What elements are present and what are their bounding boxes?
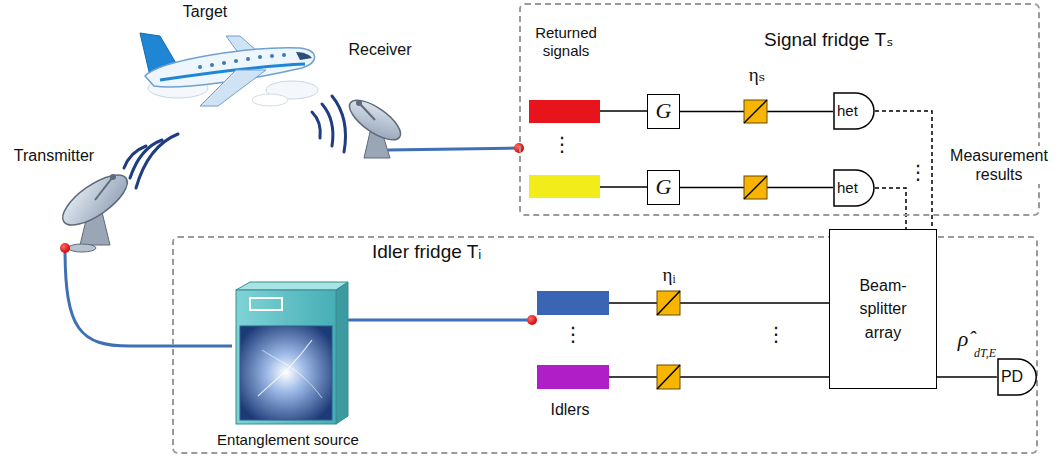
signal-mode: [529, 100, 647, 198]
fridge-heading: Idler fridge Tᵢ: [372, 241, 481, 264]
connection-dot: [60, 143, 537, 325]
idler-fridge: Entanglement source Beam-splitter arrayPD…: [172, 236, 1038, 454]
heterodyne-detector: het: [833, 169, 875, 207]
gain-box: G: [647, 170, 680, 204]
efficiency-label: ηₛ: [740, 64, 774, 87]
node-text: G: [656, 98, 672, 124]
density-matrix-subscript: dT,E: [968, 346, 1002, 360]
ellipsis: ⋮: [766, 322, 786, 346]
node-text: G: [656, 174, 672, 200]
ellipsis: ⋮: [563, 322, 583, 346]
beam-splitter-array: Beam-splitter array: [829, 229, 937, 389]
radio-wave: [124, 96, 346, 188]
target-plane: [140, 33, 318, 106]
node-text: het: [837, 179, 858, 197]
detector-outline: [834, 170, 874, 206]
transmitter-dish: [55, 166, 134, 252]
efficiency-label: ηᵢ: [652, 264, 686, 287]
detector-outline: [998, 359, 1036, 395]
idler-mode: [537, 291, 829, 389]
ellipsis: ⋮: [552, 132, 572, 156]
fridge-heading: Signal fridge Tₛ: [764, 29, 893, 52]
detector-outline: [834, 93, 874, 129]
measurement-label: Measurement results: [942, 146, 1056, 184]
component-label: Receiver: [340, 40, 420, 59]
node-text: het: [837, 102, 858, 120]
photodetector: PD: [997, 358, 1037, 396]
node-text: Beam-splitter array: [842, 274, 924, 344]
receiver-dish: [344, 93, 407, 158]
beam-splitter: [657, 100, 767, 389]
ellipsis: ⋮: [908, 160, 928, 184]
component-label: Target: [170, 2, 240, 21]
node-text: PD: [1001, 367, 1023, 386]
connector: [875, 111, 932, 229]
component-label: Idlers: [540, 400, 600, 419]
density-matrix-symbol: ρ̂: [952, 326, 974, 352]
entanglement-source: Entanglement source: [206, 283, 370, 449]
gain-box: G: [647, 94, 680, 128]
component-label: Returned signals: [524, 24, 608, 60]
entanglement-source-icon: [236, 282, 348, 424]
heterodyne-detector: het: [833, 92, 875, 130]
connector: [937, 376, 997, 378]
node-text: Entanglement source: [217, 431, 359, 449]
connector: [875, 188, 906, 229]
component-label: Transmitter: [4, 146, 104, 165]
